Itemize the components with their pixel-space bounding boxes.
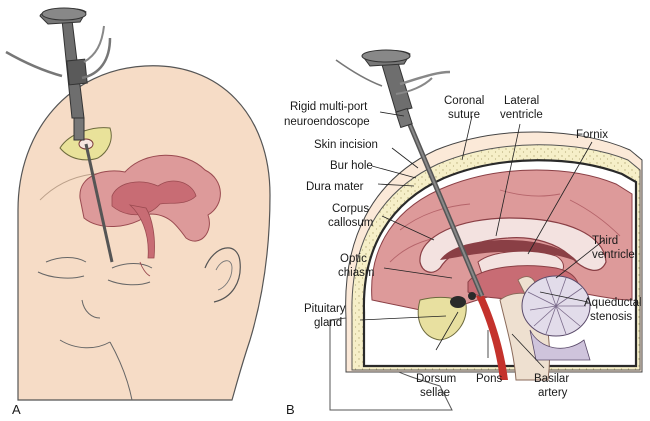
panel-b-sagittal-illustration: Rigid multi-port neuroendoscope Skin inc… xyxy=(284,49,643,417)
pituitary-gland-shape xyxy=(450,296,466,308)
label-third-ventricle-line1: Third xyxy=(592,235,618,247)
label-pons: Pons xyxy=(476,373,502,385)
label-corpus-callosum-line1: Corpus xyxy=(332,203,369,215)
label-endoscope-line2: neuroendoscope xyxy=(284,116,370,128)
label-dorsum-sellae-line2: sellae xyxy=(420,387,450,399)
label-coronal-suture-line2: suture xyxy=(448,109,480,121)
head-outline xyxy=(17,65,271,401)
panel-a-head-illustration: A xyxy=(5,7,271,417)
corpus-callosum xyxy=(419,217,607,273)
label-pituitary-line1: Pituitary xyxy=(304,303,346,315)
endoscope-b xyxy=(335,49,485,297)
label-third-ventricle-line2: ventricle xyxy=(592,249,635,261)
panel-label-b: B xyxy=(286,402,295,417)
label-skin-incision: Skin incision xyxy=(314,139,378,151)
label-optic-chiasm-line1: Optic xyxy=(340,253,367,265)
panel-label-a: A xyxy=(12,402,21,417)
label-basilar-artery-line1: Basilar xyxy=(534,373,569,385)
label-lateral-ventricle-line2: ventricle xyxy=(500,109,543,121)
endoscope-a xyxy=(5,7,114,263)
ventricle-cutaway xyxy=(79,154,221,277)
label-corpus-callosum-line2: callosum xyxy=(328,217,373,229)
label-endoscope-line1: Rigid multi-port xyxy=(290,101,368,113)
label-basilar-artery-line2: artery xyxy=(538,387,568,399)
gyri xyxy=(389,189,621,263)
basilar-artery-shape xyxy=(476,296,508,380)
lateral-ventricle-shape xyxy=(440,240,578,262)
label-aqueductal-stenosis-line1: Aqueductal xyxy=(584,297,642,309)
label-optic-chiasm-line2: chiasm xyxy=(338,267,374,279)
panel-b-labels: Rigid multi-port neuroendoscope Skin inc… xyxy=(284,95,642,399)
label-coronal-suture-line1: Coronal xyxy=(444,95,484,107)
label-aqueductal-stenosis-line2: stenosis xyxy=(590,311,632,323)
cerebellum xyxy=(521,275,591,361)
ear xyxy=(204,247,241,303)
leader-lines xyxy=(359,111,605,369)
label-bur-hole: Bur hole xyxy=(330,160,373,172)
label-fornix: Fornix xyxy=(576,129,608,141)
label-pituitary-line2: gland xyxy=(314,317,342,329)
sella-region xyxy=(417,296,467,341)
label-lateral-ventricle-line1: Lateral xyxy=(504,95,539,107)
label-dura-mater: Dura mater xyxy=(306,181,364,193)
face-features xyxy=(37,257,153,401)
label-dorsum-sellae-line1: Dorsum xyxy=(416,373,456,385)
